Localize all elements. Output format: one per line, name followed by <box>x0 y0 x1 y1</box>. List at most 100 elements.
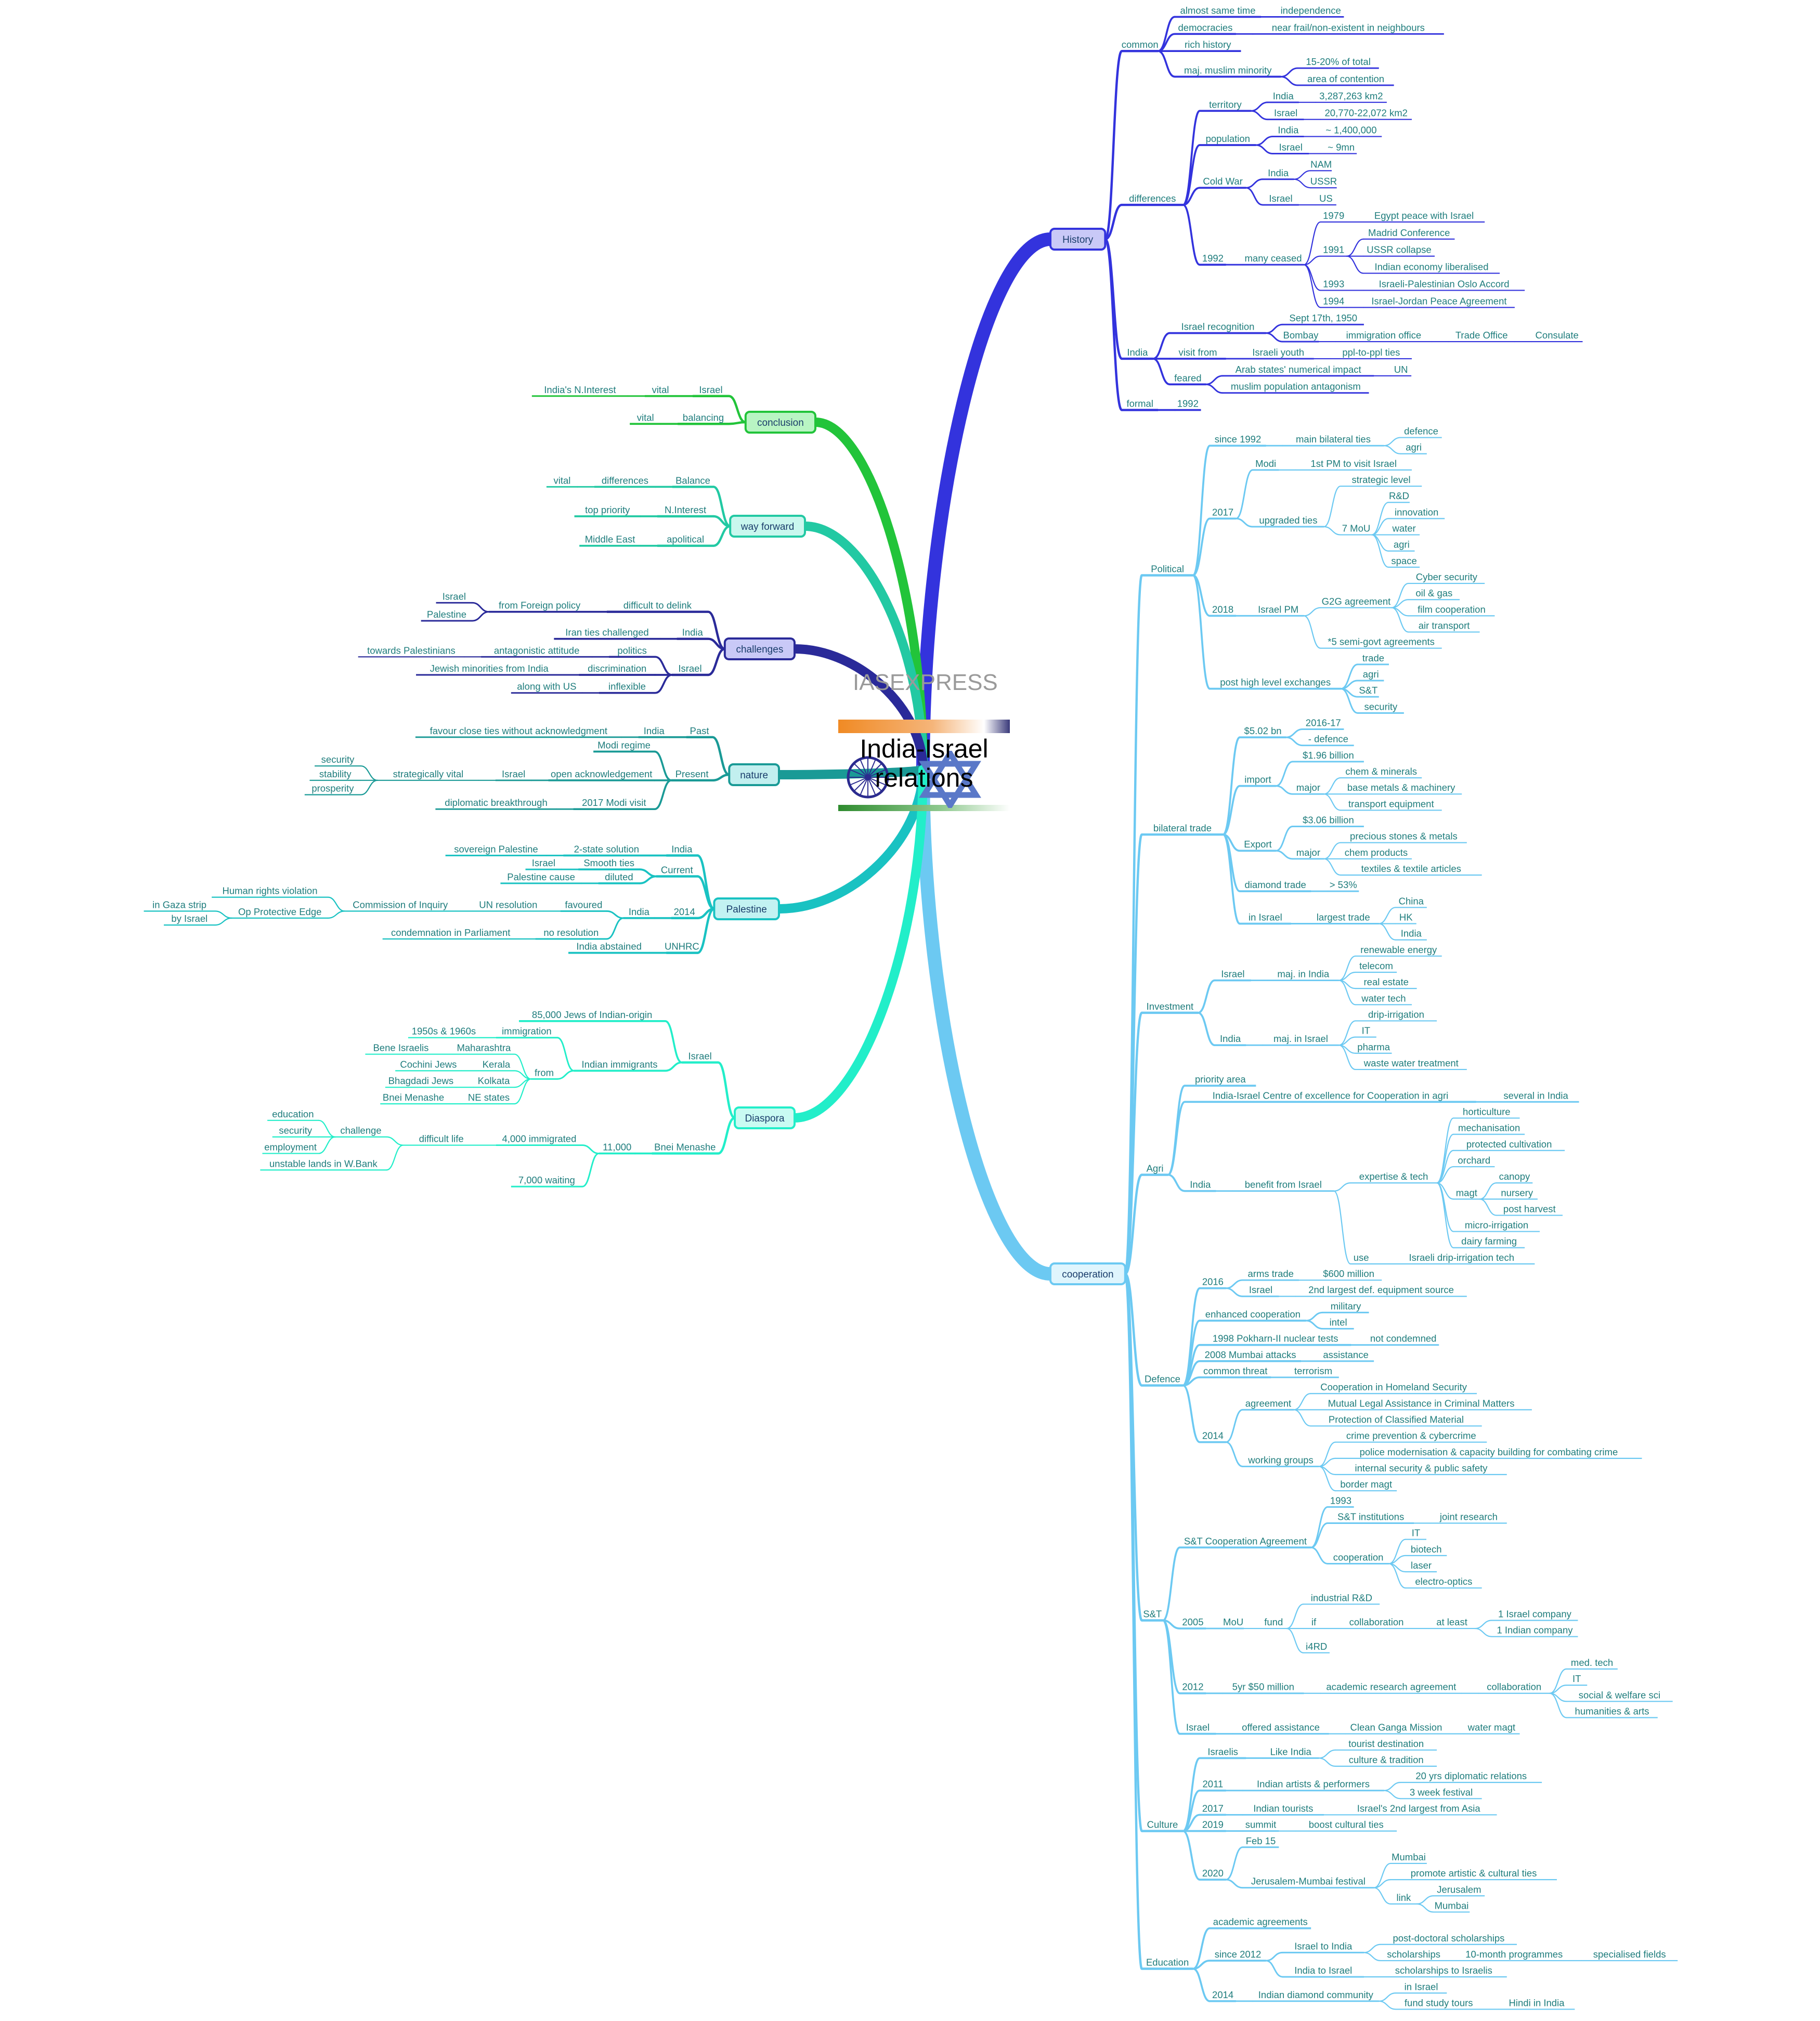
node-immigration-office[interactable]: immigration office <box>1346 330 1422 341</box>
node-drip-irrigation[interactable]: drip-irrigation <box>1368 1009 1424 1020</box>
node-op-protective-edge[interactable]: Op Protective Edge <box>238 906 321 917</box>
node-5-semi-govt-agreements[interactable]: *5 semi-govt agreements <box>1328 636 1435 647</box>
node-us[interactable]: US <box>1319 193 1333 204</box>
node-india[interactable]: India <box>644 725 665 736</box>
node-democracies[interactable]: democracies <box>1178 22 1233 33</box>
node-differences[interactable]: differences <box>602 475 648 486</box>
node-water[interactable]: water <box>1392 523 1415 534</box>
node-academic-research-agreement[interactable]: academic research agreement <box>1326 1681 1456 1692</box>
topic-nature[interactable] <box>728 763 781 786</box>
node-mumbai[interactable]: Mumbai <box>1435 1900 1469 1911</box>
node-past[interactable]: Past <box>690 725 709 736</box>
node-territory[interactable]: territory <box>1209 99 1242 110</box>
node-pharma[interactable]: pharma <box>1357 1041 1390 1052</box>
node-2019[interactable]: 2019 <box>1202 1819 1224 1830</box>
node-israelis[interactable]: Israelis <box>1207 1746 1238 1757</box>
node-israel[interactable]: Israel <box>532 857 555 868</box>
node-agri[interactable]: agri <box>1363 669 1379 680</box>
node-defence[interactable]: defence <box>1404 426 1438 437</box>
node-water-magt[interactable]: water magt <box>1467 1722 1516 1733</box>
node-india[interactable]: India <box>682 627 704 638</box>
node-india[interactable]: India <box>1127 347 1148 358</box>
node-commission-of-inquiry[interactable]: Commission of Inquiry <box>353 899 448 910</box>
node-1979[interactable]: 1979 <box>1323 210 1344 221</box>
node-israel-pm[interactable]: Israel PM <box>1258 604 1298 615</box>
node-s-t[interactable]: S&T <box>1143 1609 1162 1620</box>
node-electro-optics[interactable]: electro-optics <box>1415 1576 1472 1587</box>
node-security[interactable]: security <box>1364 701 1398 712</box>
node-sept-17th-1950[interactable]: Sept 17th, 1950 <box>1289 312 1357 323</box>
node-agri[interactable]: agri <box>1394 539 1410 550</box>
node-1992[interactable]: 1992 <box>1177 398 1199 409</box>
node-specialised-fields[interactable]: specialised fields <box>1593 1949 1666 1960</box>
node-antagonistic-attitude[interactable]: antagonistic attitude <box>494 645 580 656</box>
node-nam[interactable]: NAM <box>1310 159 1332 169</box>
node-horticulture[interactable]: horticulture <box>1463 1106 1511 1117</box>
node-maj-in-india[interactable]: maj. in India <box>1277 969 1329 980</box>
node-9mn[interactable]: ~ 9mn <box>1328 141 1355 152</box>
node-employment[interactable]: employment <box>264 1141 317 1152</box>
node-by-israel[interactable]: by Israel <box>171 913 207 924</box>
node-kolkata[interactable]: Kolkata <box>478 1075 510 1086</box>
node-immigration[interactable]: immigration <box>502 1026 552 1037</box>
node-israel-recognition[interactable]: Israel recognition <box>1181 321 1255 332</box>
node-600-million[interactable]: $600 million <box>1323 1268 1374 1279</box>
node-biotech[interactable]: biotech <box>1411 1544 1442 1555</box>
node-2018[interactable]: 2018 <box>1212 604 1233 615</box>
node-export[interactable]: Export <box>1244 839 1271 850</box>
node-along-with-us[interactable]: along with US <box>517 681 576 692</box>
node-1950s-1960s[interactable]: 1950s & 1960s <box>412 1026 476 1037</box>
node-cyber-security[interactable]: Cyber security <box>1416 571 1478 582</box>
node-diamond-trade[interactable]: diamond trade <box>1245 879 1306 890</box>
node-n-interest[interactable]: N.Interest <box>665 504 706 515</box>
node-rich-history[interactable]: rich history <box>1185 39 1231 50</box>
node-fund-study-tours[interactable]: fund study tours <box>1405 1997 1473 2008</box>
node-middle-east[interactable]: Middle East <box>585 534 635 545</box>
node-investment[interactable]: Investment <box>1147 1001 1194 1012</box>
node-i4rd[interactable]: i4RD <box>1306 1641 1327 1652</box>
node-military[interactable]: military <box>1331 1300 1361 1311</box>
node-bombay[interactable]: Bombay <box>1283 330 1319 341</box>
node-3-06-billion[interactable]: $3.06 billion <box>1303 815 1354 826</box>
node-upgraded-ties[interactable]: upgraded ties <box>1259 515 1317 526</box>
node-2020[interactable]: 2020 <box>1202 1868 1224 1879</box>
node-it[interactable]: IT <box>1362 1025 1370 1036</box>
node-hindi-in-india[interactable]: Hindi in India <box>1509 1997 1565 2008</box>
topic-diaspora[interactable] <box>734 1106 796 1129</box>
node-canopy[interactable]: canopy <box>1499 1171 1530 1182</box>
node-2014[interactable]: 2014 <box>674 906 695 917</box>
node-indian-economy-liberalised[interactable]: Indian economy liberalised <box>1374 262 1488 272</box>
node-indian-artists-performers[interactable]: Indian artists & performers <box>1257 1779 1370 1790</box>
node-waste-water-treatment[interactable]: waste water treatment <box>1363 1058 1459 1068</box>
node-2005[interactable]: 2005 <box>1182 1616 1203 1627</box>
node-in-israel[interactable]: in Israel <box>1405 1981 1438 1992</box>
node-defence[interactable]: Defence <box>1145 1374 1180 1385</box>
node-1992[interactable]: 1992 <box>1202 253 1224 264</box>
node-1993[interactable]: 1993 <box>1323 278 1344 289</box>
node-ussr[interactable]: USSR <box>1310 176 1337 187</box>
node-it[interactable]: IT <box>1572 1673 1581 1684</box>
node-inflexible[interactable]: inflexible <box>608 681 646 692</box>
node-promote-artistic-cultural-ties[interactable]: promote artistic & cultural ties <box>1411 1868 1537 1879</box>
node-kerala[interactable]: Kerala <box>483 1059 511 1070</box>
node-arab-states-numerical-impact[interactable]: Arab states' numerical impact <box>1236 364 1361 375</box>
node-ne-states[interactable]: NE states <box>468 1092 510 1103</box>
node-indian-diamond-community[interactable]: Indian diamond community <box>1258 1989 1374 2000</box>
node-3-week-festival[interactable]: 3 week festival <box>1410 1787 1473 1797</box>
node-common-threat[interactable]: common threat <box>1203 1365 1267 1376</box>
node-largest-trade[interactable]: largest trade <box>1317 911 1370 922</box>
node-human-rights-violation[interactable]: Human rights violation <box>222 885 317 896</box>
node-med-tech[interactable]: med. tech <box>1571 1657 1613 1668</box>
node-visit-from[interactable]: visit from <box>1179 347 1217 358</box>
node-terrorism[interactable]: terrorism <box>1294 1365 1332 1376</box>
node-not-condemned[interactable]: not condemned <box>1370 1333 1437 1344</box>
node-cochini-jews[interactable]: Cochini Jews <box>400 1059 457 1070</box>
node-20-yrs-diplomatic-relations[interactable]: 20 yrs diplomatic relations <box>1415 1770 1527 1781</box>
node-2011[interactable]: 2011 <box>1203 1779 1224 1790</box>
node-orchard[interactable]: orchard <box>1458 1155 1490 1166</box>
node-micro-irrigation[interactable]: micro-irrigation <box>1465 1220 1528 1231</box>
node-summit[interactable]: summit <box>1245 1819 1277 1830</box>
node-social-welfare-sci[interactable]: social & welfare sci <box>1579 1689 1660 1700</box>
node-open-acknowledgement[interactable]: open acknowledgement <box>551 768 652 779</box>
node-post-high-level-exchanges[interactable]: post high level exchanges <box>1220 677 1331 688</box>
